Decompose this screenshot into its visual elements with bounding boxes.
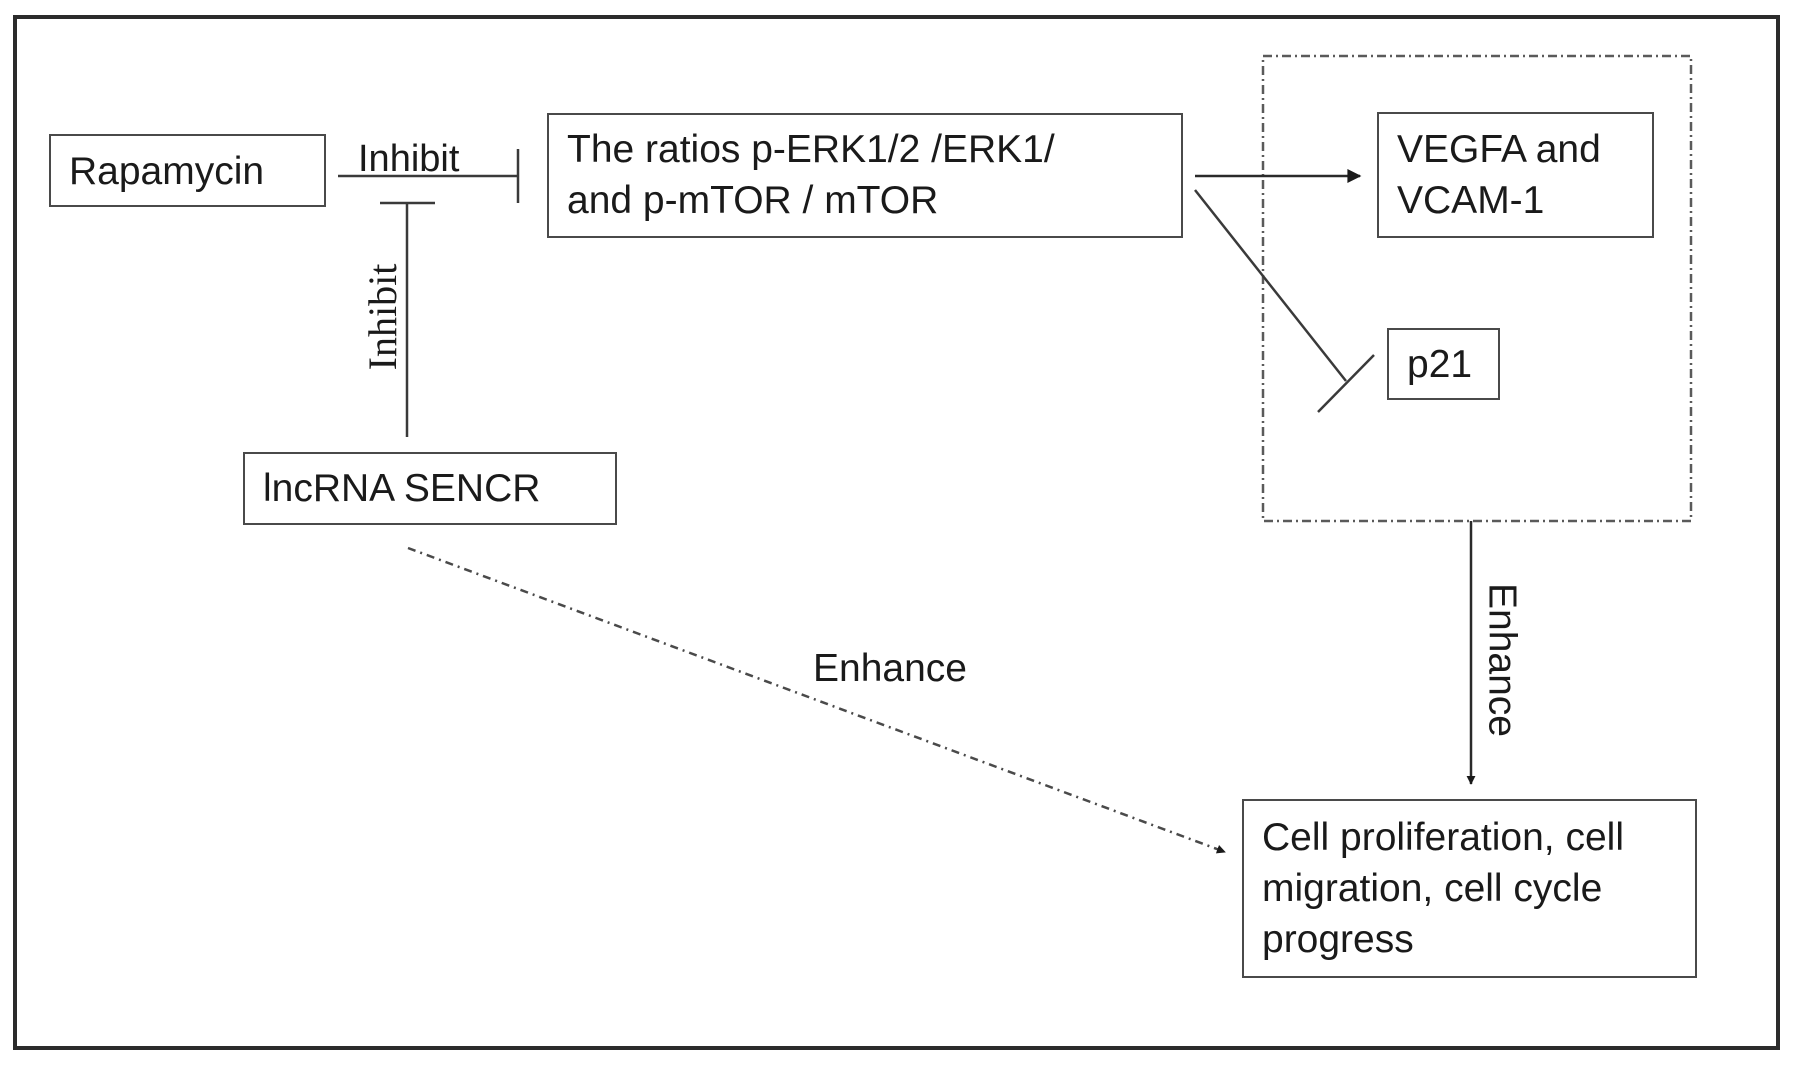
node-vegfa-line: VEGFA and: [1397, 128, 1601, 171]
node-lncrna: lncRNA SENCR: [243, 452, 617, 525]
node-rapamycin: Rapamycin: [49, 134, 326, 207]
node-outcome-line: migration, cell cycle: [1262, 867, 1603, 910]
node-outcome: Cell proliferation, cell migration, cell…: [1242, 799, 1697, 978]
label-group-enhance: Enhance: [1480, 583, 1524, 737]
node-p21-line: p21: [1407, 343, 1473, 386]
label-lncrna-inhibit: Inhibit: [360, 263, 405, 371]
label-rapamycin-inhibit: Inhibit: [358, 138, 460, 180]
diagram-frame: [13, 15, 1780, 1050]
node-lncrna-line: lncRNA SENCR: [263, 467, 541, 510]
node-outcome-line: Cell proliferation, cell: [1262, 816, 1624, 859]
node-rapamycin-line: Rapamycin: [69, 150, 265, 193]
node-ratios-line: The ratios p-ERK1/2 /ERK1/: [567, 128, 1055, 171]
label-lncrna-enhance: Enhance: [813, 647, 967, 690]
node-vegfa: VEGFA and VCAM-1: [1377, 112, 1654, 238]
edge-lncrna-enhance-outcome: [407, 546, 1226, 854]
effector-group-box: [1261, 54, 1693, 523]
edge-ratios-inhibit-p21: [1194, 189, 1347, 382]
inhibit-bar-p21: [1317, 354, 1375, 413]
node-vegfa-line: VCAM-1: [1397, 179, 1545, 222]
node-ratios-line: and p-mTOR / mTOR: [567, 179, 939, 222]
node-ratios: The ratios p-ERK1/2 /ERK1/ and p-mTOR / …: [547, 113, 1183, 238]
node-p21: p21: [1387, 328, 1500, 400]
node-outcome-line: progress: [1262, 918, 1414, 961]
